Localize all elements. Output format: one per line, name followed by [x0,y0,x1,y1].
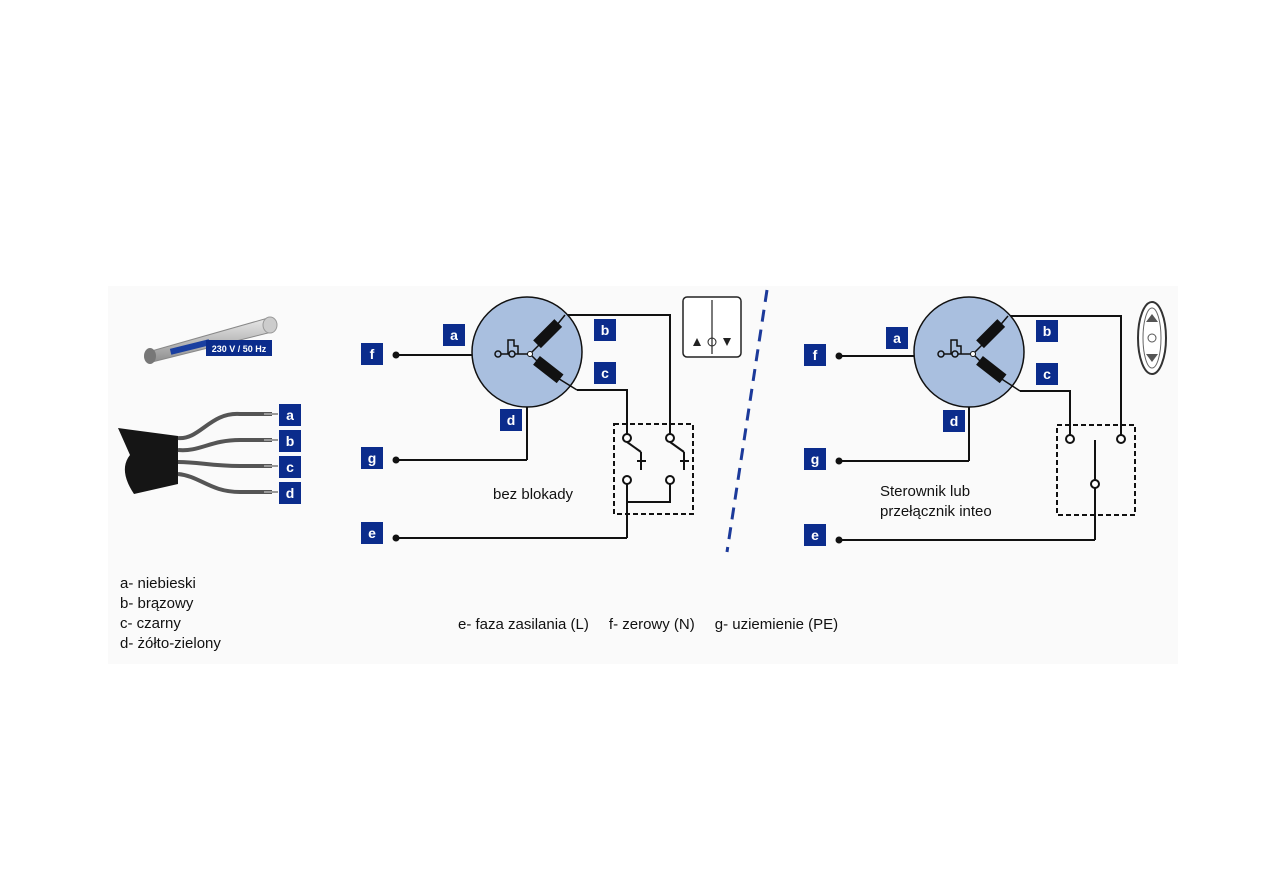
right-wiring-diagram: a b c d f g e Sterownik lub przełącznik … [804,296,1167,546]
terminal-label-f-right: f [804,344,826,366]
terminal-label-e-right: e [804,524,826,546]
left-caption: bez blokady [493,486,574,503]
svg-text:d: d [286,485,295,501]
terminal-label-c-right: c [1036,363,1058,385]
right-caption-line2: przełącznik inteo [880,503,992,520]
terminal-label-f-left: f [361,343,383,365]
legend-supply-e: e- faza zasilania (L) [458,616,589,633]
svg-text:e: e [368,525,376,541]
svg-text:c: c [601,365,609,381]
motor-symbol-right [913,296,1025,408]
terminal-label-e-left: e [361,522,383,544]
wire-label-d: d [279,482,301,504]
legend-wire-c: c- czarny [120,615,181,632]
svg-text:f: f [370,346,375,362]
svg-text:e: e [811,527,819,543]
svg-text:g: g [368,450,377,466]
terminal-label-b-right: b [1036,320,1058,342]
legend-wire-a: a- niebieski [120,575,196,592]
terminal-label-d-right: d [943,410,965,432]
supply-legend: e- faza zasilania (L) f- zerowy (N) g- u… [458,615,838,635]
inteo-remote-icon [1137,301,1167,375]
svg-text:a: a [450,327,458,343]
terminal-label-b-left: b [594,319,616,341]
terminal-label-d-left: d [500,409,522,431]
svg-text:d: d [950,413,959,429]
svg-text:c: c [1043,366,1051,382]
wire-label-c: c [279,456,301,478]
legend-wire-b: b- brązowy [120,595,194,612]
terminal-label-c-left: c [594,362,616,384]
svg-text:d: d [507,412,516,428]
svg-text:b: b [286,433,295,449]
motor-rating-label: 230 V / 50 Hz [212,344,267,354]
right-caption-line1: Sterownik lub [880,483,970,500]
svg-text:b: b [1043,323,1052,339]
switch-box-left [613,423,694,515]
svg-text:c: c [286,459,294,475]
svg-text:g: g [811,451,820,467]
section-divider [725,289,769,553]
svg-text:a: a [893,330,901,346]
terminal-label-a-left: a [443,324,465,346]
terminal-label-g-left: g [361,447,383,469]
wire-color-legend: a- niebieski b- brązowy c- czarny d- żół… [120,574,221,654]
motor-cable-image: a b c d [118,404,301,504]
switch-box-right [1056,424,1136,516]
legend-supply-f: f- zerowy (N) [608,616,695,633]
wire-label-b: b [279,430,301,452]
wire-label-a: a [279,404,301,426]
legend-supply-g: g- uziemienie (PE) [714,616,839,633]
svg-text:f: f [813,347,818,363]
terminal-label-g-right: g [804,448,826,470]
tubular-motor-image: 230 V / 50 Hz [144,316,278,364]
svg-text:b: b [601,322,610,338]
left-wiring-diagram: a b c d f g e bez blokady [361,296,742,544]
motor-symbol [471,296,583,408]
svg-text:a: a [286,407,294,423]
legend-wire-d: d- żółto-zielony [120,635,221,652]
motor-rating-badge [206,340,272,356]
terminal-label-a-right: a [886,327,908,349]
wall-switch-icon [682,296,742,358]
